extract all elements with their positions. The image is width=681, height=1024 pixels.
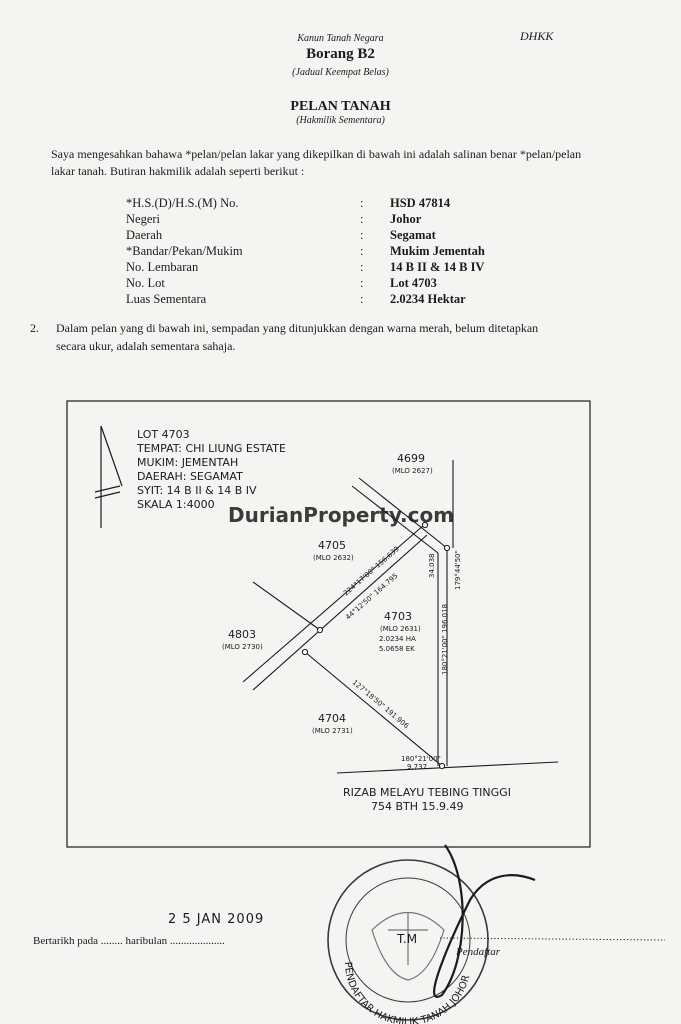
bearing-label: 179°44'50" xyxy=(454,550,462,590)
boundary-line xyxy=(351,485,439,554)
field-label: *H.S.(D)/H.S.(M) No. xyxy=(126,196,239,210)
field-label: No. Lembaran xyxy=(126,260,199,274)
boundary-line xyxy=(252,534,428,691)
field-value: 2.0234 Hektar xyxy=(390,292,466,306)
field-label: No. Lot xyxy=(126,276,165,290)
lot-4705-label: 4705 xyxy=(318,539,346,552)
page-subtitle: (Hakmilik Sementara) xyxy=(296,115,385,126)
field-colon: : xyxy=(360,292,364,306)
corner-code: DHKK xyxy=(520,29,554,43)
lot-4703-label: 4703 xyxy=(384,610,412,623)
act-title: Kanun Tanah Negara xyxy=(297,33,384,44)
field-colon: : xyxy=(360,276,364,290)
field-label: Negeri xyxy=(126,212,161,226)
plan-info-district: DAERAH: SEGAMAT xyxy=(137,470,243,483)
lot-4703-mlo: (MLO 2631) xyxy=(380,625,421,633)
field-colon: : xyxy=(360,260,364,274)
note-line-2: secara ukur, adalah sementara sahaja. xyxy=(56,339,236,353)
boundary-line xyxy=(242,524,425,683)
field-value: Johor xyxy=(390,212,422,226)
field-value: 14 B II & 14 B IV xyxy=(390,260,485,274)
lot-4803-mlo: (MLO 2730) xyxy=(222,643,263,651)
boundary-stone xyxy=(438,762,446,770)
intro-line-2: lakar tanah. Butiran hakmilik adalah sep… xyxy=(51,164,305,178)
field-colon: : xyxy=(360,212,364,226)
seal-initials: T.M xyxy=(396,932,417,946)
north-arrow-icon xyxy=(94,425,123,528)
field-label: Luas Sementara xyxy=(126,292,207,306)
boundary-line xyxy=(304,651,443,767)
bearing-label: 180°21'00" 196.018 xyxy=(441,604,449,675)
intro-line-1: Saya mengesahkan bahawa *pelan/pelan lak… xyxy=(51,147,582,161)
field-colon: : xyxy=(360,196,364,210)
field-value: HSD 47814 xyxy=(390,196,451,210)
watermark: DurianProperty.com xyxy=(228,503,454,527)
bearing-label: 180°21'00" xyxy=(401,755,441,763)
boundary-line xyxy=(336,761,559,774)
field-label: *Bandar/Pekan/Mukim xyxy=(126,244,243,258)
field-colon: : xyxy=(360,244,364,258)
plan-info-place: TEMPAT: CHI LIUNG ESTATE xyxy=(136,442,286,455)
reserve-ref: 754 BTH 15.9.49 xyxy=(371,800,464,813)
plan-frame xyxy=(66,400,591,848)
lot-4703-area-ek: 5.0658 EK xyxy=(379,645,415,653)
bearing-label: 34.038 xyxy=(428,554,436,579)
dated-label: Bertarikh pada ........ haribulan ......… xyxy=(33,935,225,947)
lot-4704-mlo: (MLO 2731) xyxy=(312,727,353,735)
field-value: Lot 4703 xyxy=(390,276,437,290)
lot-4803-label: 4803 xyxy=(228,628,256,641)
lot-4704-label: 4704 xyxy=(318,712,346,725)
lot-4699-mlo: (MLO 2627) xyxy=(392,467,433,475)
lot-4705-mlo: (MLO 2632) xyxy=(313,554,354,562)
field-value: Segamat xyxy=(390,228,436,242)
plan-info-scale: SKALA 1:4000 xyxy=(137,498,215,511)
plan-info-mukim: MUKIM: JEMENTAH xyxy=(137,456,238,469)
seal-text: PENDAFTAR HAKMILIK TANAH JOHOR xyxy=(342,962,472,1024)
signature-icon xyxy=(433,844,536,998)
lot-4703-area-ha: 2.0234 HA xyxy=(379,635,416,643)
reserve-name: RIZAB MELAYU TEBING TINGGI xyxy=(343,786,511,799)
boundary-line xyxy=(252,581,321,631)
date-stamp: 2 5 JAN 2009 xyxy=(168,912,265,927)
boundary-line xyxy=(358,477,448,549)
page-title: PELAN TANAH xyxy=(290,99,391,114)
lot-boundaries xyxy=(242,460,559,774)
field-colon: : xyxy=(360,228,364,242)
bearing-label: 9.737 xyxy=(407,763,427,771)
lot-4699-label: 4699 xyxy=(397,452,425,465)
form-title: Borang B2 xyxy=(306,46,375,62)
schedule-title: (Jadual Keempat Belas) xyxy=(292,67,389,78)
boundary-stone xyxy=(421,521,429,529)
field-value: Mukim Jementah xyxy=(390,244,485,258)
note-number: 2. xyxy=(30,321,39,335)
boundary-stone xyxy=(316,626,324,634)
plan-info-lot: LOT 4703 xyxy=(137,428,190,441)
boundary-stone xyxy=(443,544,451,552)
note-line-1: Dalam pelan yang di bawah ini, sempadan … xyxy=(56,321,539,335)
plan-info-sheet: SYIT: 14 B II & 14 B IV xyxy=(137,484,257,497)
boundary-stone xyxy=(301,648,309,656)
field-label: Daerah xyxy=(126,228,163,242)
registrar-title: Pendaftar xyxy=(456,946,500,958)
